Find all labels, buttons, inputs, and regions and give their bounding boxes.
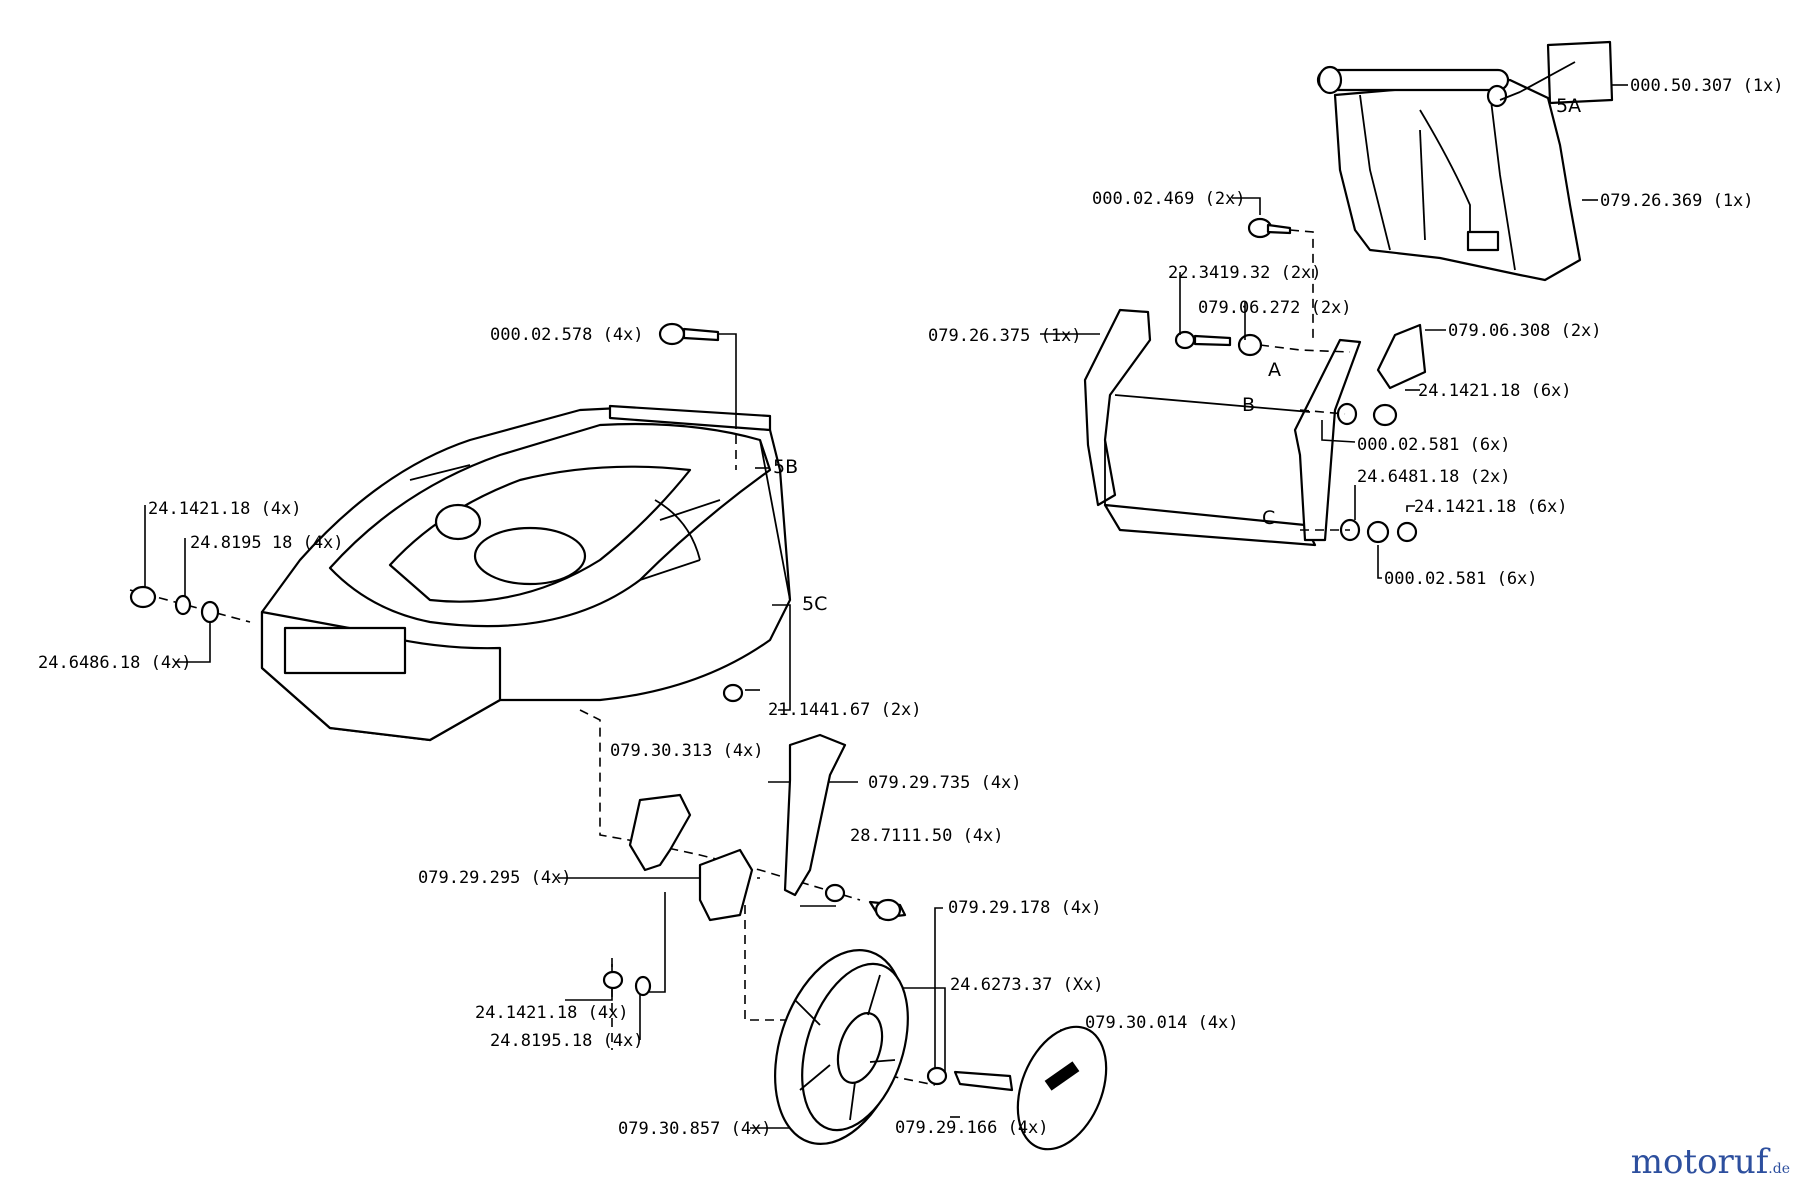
grass-bag-frame [1083, 217, 1427, 547]
label-frame-bolt: 22.3419.32 (2x) [1168, 263, 1322, 283]
label-pivot-plate: 079.29.295 (4x) [418, 868, 572, 888]
watermark-main: motoruf [1630, 1142, 1769, 1182]
label-axle-lever: 079.29.735 (4x) [868, 773, 1022, 793]
label-grass-bag-frame: 000.50.307 (1x) [1630, 76, 1784, 96]
site-watermark: motoruf.de [1631, 1142, 1790, 1182]
label-bracket-a: 079.30.313 (4x) [610, 741, 764, 761]
label-screw-rear: 21.1441.67 (2x) [768, 700, 922, 720]
label-nut-r1: 24.1421.18 (6x) [1418, 381, 1572, 401]
mower-deck [260, 404, 792, 742]
marker-5b: 5B [773, 456, 798, 478]
label-bag-screw: 000.02.469 (2x) [1092, 189, 1246, 209]
label-spacer: 28.7111.50 (4x) [850, 826, 1004, 846]
left-hardware [129, 322, 744, 997]
grass-bag [1316, 40, 1614, 282]
label-frame-pin: 079.06.272 (2x) [1198, 298, 1352, 318]
height-adjust-parts [628, 733, 907, 922]
watermark-suffix: .de [1768, 1161, 1790, 1177]
label-washer-left: 24.8195 18 (4x) [190, 533, 344, 553]
part-labels: 000.02.578 (4x) 24.1421.18 (4x) 24.8195 … [38, 76, 1784, 1139]
marker-5a: 5A [1556, 95, 1581, 117]
label-washer-left-b: 24.6486.18 (4x) [38, 653, 192, 673]
label-washer-r: 24.6481.18 (2x) [1357, 467, 1511, 487]
label-grass-bag: 079.26.369 (1x) [1600, 191, 1754, 211]
label-wheel-nut: 24.1421.18 (4x) [475, 1003, 629, 1023]
label-hub-washer: 24.6273.37 (Xx) [950, 975, 1104, 995]
label-frame: 079.26.375 (1x) [928, 326, 1082, 346]
marker-c: C [1262, 507, 1275, 529]
marker-5c: 5C [802, 593, 827, 615]
label-wheel-bolt: 079.29.166 (4x) [895, 1118, 1049, 1138]
label-hub-cap: 079.30.014 (4x) [1085, 1013, 1239, 1033]
label-nut-r2: 24.1421.18 (6x) [1414, 497, 1568, 517]
bag-leaders [1040, 84, 1628, 579]
label-screw-r2: 000.02.581 (6x) [1384, 569, 1538, 589]
label-wheel: 079.30.857 (4x) [618, 1119, 772, 1139]
label-hinge-clip: 079.06.308 (2x) [1448, 321, 1602, 341]
marker-b: B [1242, 394, 1255, 416]
label-deck-bolt: 000.02.578 (4x) [490, 325, 644, 345]
label-axle-bolt: 079.29.178 (4x) [948, 898, 1102, 918]
label-wheel-washer: 24.8195.18 (4x) [490, 1031, 644, 1051]
marker-a: A [1268, 359, 1281, 381]
label-nut-left: 24.1421.18 (4x) [148, 499, 302, 519]
label-screw-r1: 000.02.581 (6x) [1357, 435, 1511, 455]
wheel [774, 949, 1108, 1151]
connection-markers: 5B 5C 5A A B C [773, 95, 1581, 615]
